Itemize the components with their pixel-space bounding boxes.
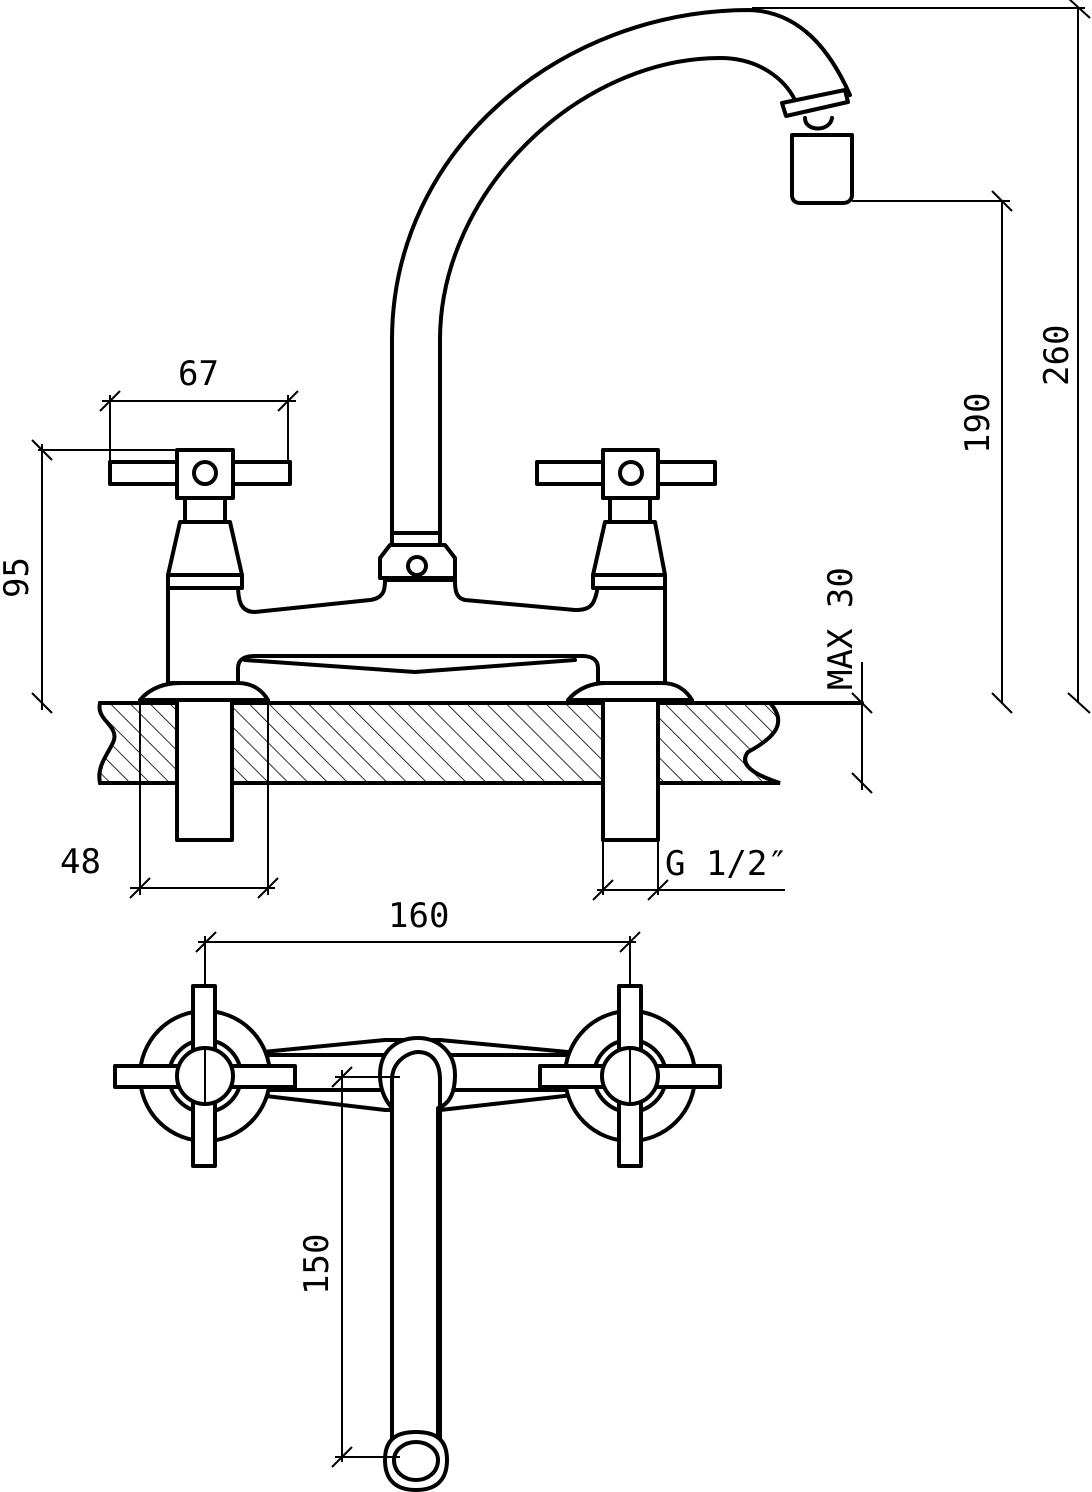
right-plan-tap xyxy=(538,984,722,1168)
left-tap-body xyxy=(166,520,244,590)
dim-handle-width: 67 xyxy=(99,354,299,462)
dim-label-160: 160 xyxy=(388,896,449,936)
left-plan-tap xyxy=(113,984,297,1168)
front-elevation-view: 260 190 67 95 xyxy=(0,0,1091,901)
spout-nut xyxy=(378,543,457,580)
right-flange xyxy=(566,681,694,702)
plan-spout xyxy=(378,1036,457,1492)
right-tap-stem xyxy=(608,496,652,524)
plan-view: 160 xyxy=(113,896,722,1492)
spout xyxy=(390,8,852,542)
dim-label-190: 190 xyxy=(958,393,998,454)
right-shank xyxy=(601,698,660,842)
right-tap-body xyxy=(591,520,667,590)
aerator-ring xyxy=(780,88,850,118)
dim-spout-height: 260 xyxy=(752,0,1091,714)
dim-label-thread: G 1/2″ xyxy=(665,844,788,884)
left-flange xyxy=(138,681,270,702)
dim-outlet-height: 190 xyxy=(852,190,1013,714)
aerator-outlet xyxy=(790,133,854,205)
left-handle-hub xyxy=(175,448,235,500)
dim-tap-height: 95 xyxy=(0,439,175,714)
left-shank xyxy=(175,698,234,842)
dim-spout-reach: 150 xyxy=(297,1066,400,1468)
dim-shank-width: 48 xyxy=(60,700,279,899)
dim-label-67: 67 xyxy=(178,354,219,394)
bridge-body xyxy=(166,578,667,685)
right-handle-hub xyxy=(601,448,660,500)
dim-label-48: 48 xyxy=(60,842,101,882)
left-tap-stem xyxy=(183,496,227,524)
dim-max-deck: MAX 30 xyxy=(821,567,873,794)
dim-label-95: 95 xyxy=(0,557,37,598)
dim-label-260: 260 xyxy=(1037,325,1077,386)
dim-label-150: 150 xyxy=(297,1234,337,1295)
dim-thread: G 1/2″ xyxy=(592,840,788,901)
dim-label-max30: MAX 30 xyxy=(821,567,861,690)
